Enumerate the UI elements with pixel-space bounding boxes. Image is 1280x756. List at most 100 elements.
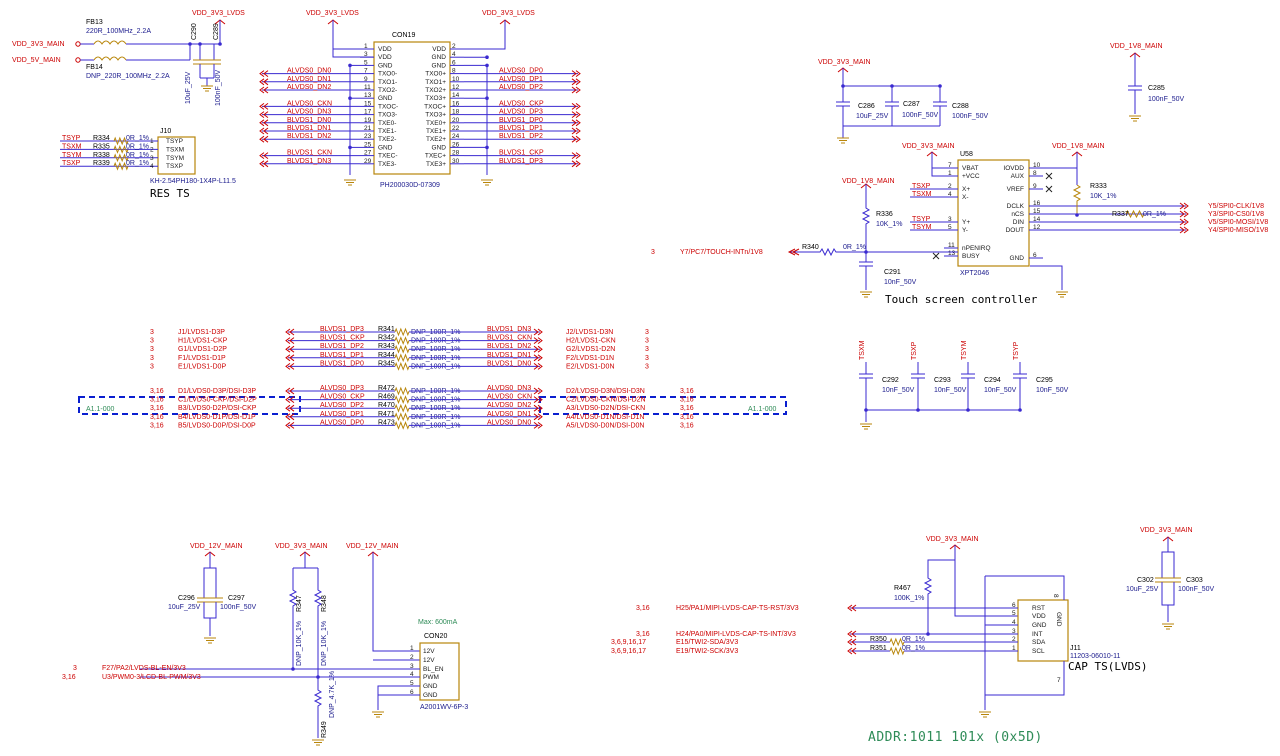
u58-pin-num: 8: [1033, 170, 1037, 177]
con19-pin-num: 23: [364, 133, 372, 140]
connector-con20: VDD_12V_MAIN C296 10uF_25V C297 100nF_50…: [62, 543, 468, 746]
lvds-right-net: F2/LVDS1-D1N: [566, 355, 614, 362]
u58-pin-num: 12: [1033, 224, 1041, 231]
net-arrow: [533, 337, 543, 344]
net-arrow: [533, 354, 543, 362]
con19-net: ALVDS0_DN2: [287, 84, 331, 91]
j10-res-ref: R339: [93, 160, 110, 167]
res-value: 0R_1%: [902, 645, 925, 652]
resistor: [889, 637, 905, 647]
annotation-right: A1.1-000: [748, 406, 777, 413]
lvds-right-net: D2/LVDS0-D3N/DSI-D3N: [566, 388, 645, 395]
con20-pin-num: 2: [410, 654, 414, 661]
u58-pin-num: 4: [948, 191, 952, 198]
lvds-left-net: B5/LVDS0-D0P/DSI-D0P: [178, 422, 256, 429]
con19-pin-name: TXE1+: [426, 128, 446, 135]
lvds-res-ref: R344: [378, 352, 395, 359]
con19-pin-num: 25: [364, 141, 372, 148]
net-arrow: [259, 111, 269, 118]
j11-pin-name: RST: [1032, 605, 1045, 612]
ferrite-value: 220R_100MHz_2.2A: [86, 28, 151, 35]
cap-value: 10uF_25V: [185, 71, 192, 104]
power-label: VDD_5V_MAIN: [12, 57, 61, 64]
spi-net: Y3/SPI0-CS0/1V8: [1208, 211, 1264, 218]
page-ref: 3: [150, 329, 154, 336]
con19-net: BLVDS1_CKN: [287, 150, 332, 157]
lvds-right-net: C2/LVDS0-CKN/DSI-D2N: [566, 397, 646, 404]
res-ref: R348: [321, 595, 328, 612]
lvds-left-net: J1/LVDS1-D3P: [178, 329, 225, 336]
net-arrow: [285, 363, 295, 370]
cap-ref: C296: [178, 595, 195, 602]
con19-pin-num: 30: [452, 158, 460, 165]
u58-pin-num: 6: [1033, 252, 1037, 259]
con19-pin-name: TXEC+: [425, 153, 446, 160]
j10-net: TSXM: [62, 143, 82, 150]
j11-pin-name: INT: [1032, 631, 1043, 638]
j10-res-ref: R334: [93, 135, 110, 142]
lvds-res-ref: R345: [378, 360, 395, 367]
ts-cap-val: 10nF_50V: [984, 387, 1017, 394]
lvds-left-net: F1/LVDS1-D1P: [178, 355, 226, 362]
lvds-net-p: ALVDS0_DP2: [320, 402, 364, 409]
cap-value: 10uF_25V: [1126, 586, 1159, 593]
con19-net: ALVDS0_DP3: [499, 109, 543, 116]
capacitor: [961, 362, 975, 410]
j10-res-val: 0R_1%: [126, 160, 149, 167]
con19-part: PH200030D-07309: [380, 182, 440, 189]
lvds-res-ref: R471: [378, 411, 395, 418]
res-ref: R350: [870, 636, 887, 643]
j10-part: KH-2.54PH180-1X4P-L11.5: [150, 178, 236, 185]
res-value: 0R_1%: [843, 244, 866, 251]
capacitor: [836, 86, 850, 126]
u58-pin-num: 13: [948, 250, 956, 257]
page-ref: 3,16: [150, 405, 164, 412]
con19-pin-num: 17: [364, 109, 372, 116]
con19-pin-name: TXEC-: [378, 153, 398, 160]
page-ref: 3,16: [150, 414, 164, 421]
page-ref: 3,6,9,16,17: [611, 648, 646, 655]
j11-pin-name: VDD: [1032, 613, 1046, 620]
lvds-net-p: ALVDS0_CKP: [320, 394, 365, 401]
res-value: 0R_1%: [1143, 211, 1166, 218]
u58-pin-name: Y+: [962, 219, 970, 226]
page-ref: 3: [645, 329, 649, 336]
con20-pin-name: 12V: [423, 657, 435, 664]
u58-pin-num: 5: [948, 224, 952, 231]
power-label: VDD_3V3_LVDS: [482, 10, 535, 17]
page-ref: 3: [645, 355, 649, 362]
lvds-net-p: BLVDS1_DP2: [320, 343, 364, 350]
spi-net: V5/SPI0-MOSI/1V8: [1208, 219, 1268, 226]
con19-pin-num: 8: [452, 68, 456, 75]
lvds-net-n: BLVDS1_DN2: [487, 343, 531, 350]
u58-pin-name: nPENIRQ: [962, 245, 991, 252]
u58-pin-name: BUSY: [962, 253, 980, 260]
page-ref: 3,16: [636, 605, 650, 612]
res-ref: R337: [1112, 211, 1129, 218]
u58-pin-num: 16: [1033, 200, 1041, 207]
net-arrow: [1179, 202, 1189, 210]
con19-pin-num: 7: [364, 68, 368, 75]
u58-body: [957, 159, 1030, 267]
con19-net: BLVDS1_CKP: [499, 150, 544, 157]
cap-value: 10nF_50V: [884, 279, 917, 286]
resistor: [394, 386, 410, 396]
con19-pin-num: 18: [452, 109, 460, 116]
u58-title: Touch screen controller: [885, 293, 1038, 306]
power-label: VDD_1V8_MAIN: [1052, 143, 1105, 150]
ts-cap-net: TSYM: [961, 340, 968, 360]
bl-en-net: F27/PA2/LVDS-BL-EN/3V3: [102, 665, 186, 672]
con19-pin-name: TXO1+: [425, 79, 446, 86]
page-ref: 3: [645, 363, 649, 370]
cap-value: 10uF_25V: [168, 604, 201, 611]
u58-ts-net: TSYP: [912, 216, 931, 223]
cap-value: 100nF_50V: [952, 113, 989, 120]
lvds-net-p: ALVDS0_DP0: [320, 419, 364, 426]
j11-net: H24/PA0/MIPI-LVDS-CAP-TS-INT/3V3: [676, 631, 796, 638]
net-arrow: [259, 70, 269, 77]
u58-pin-num: 7: [948, 162, 952, 169]
j11-gnd-top: GND: [1055, 612, 1062, 627]
con19-net: BLVDS1_DN1: [287, 125, 331, 132]
con19-net: ALVDS0_CKN: [287, 100, 332, 107]
